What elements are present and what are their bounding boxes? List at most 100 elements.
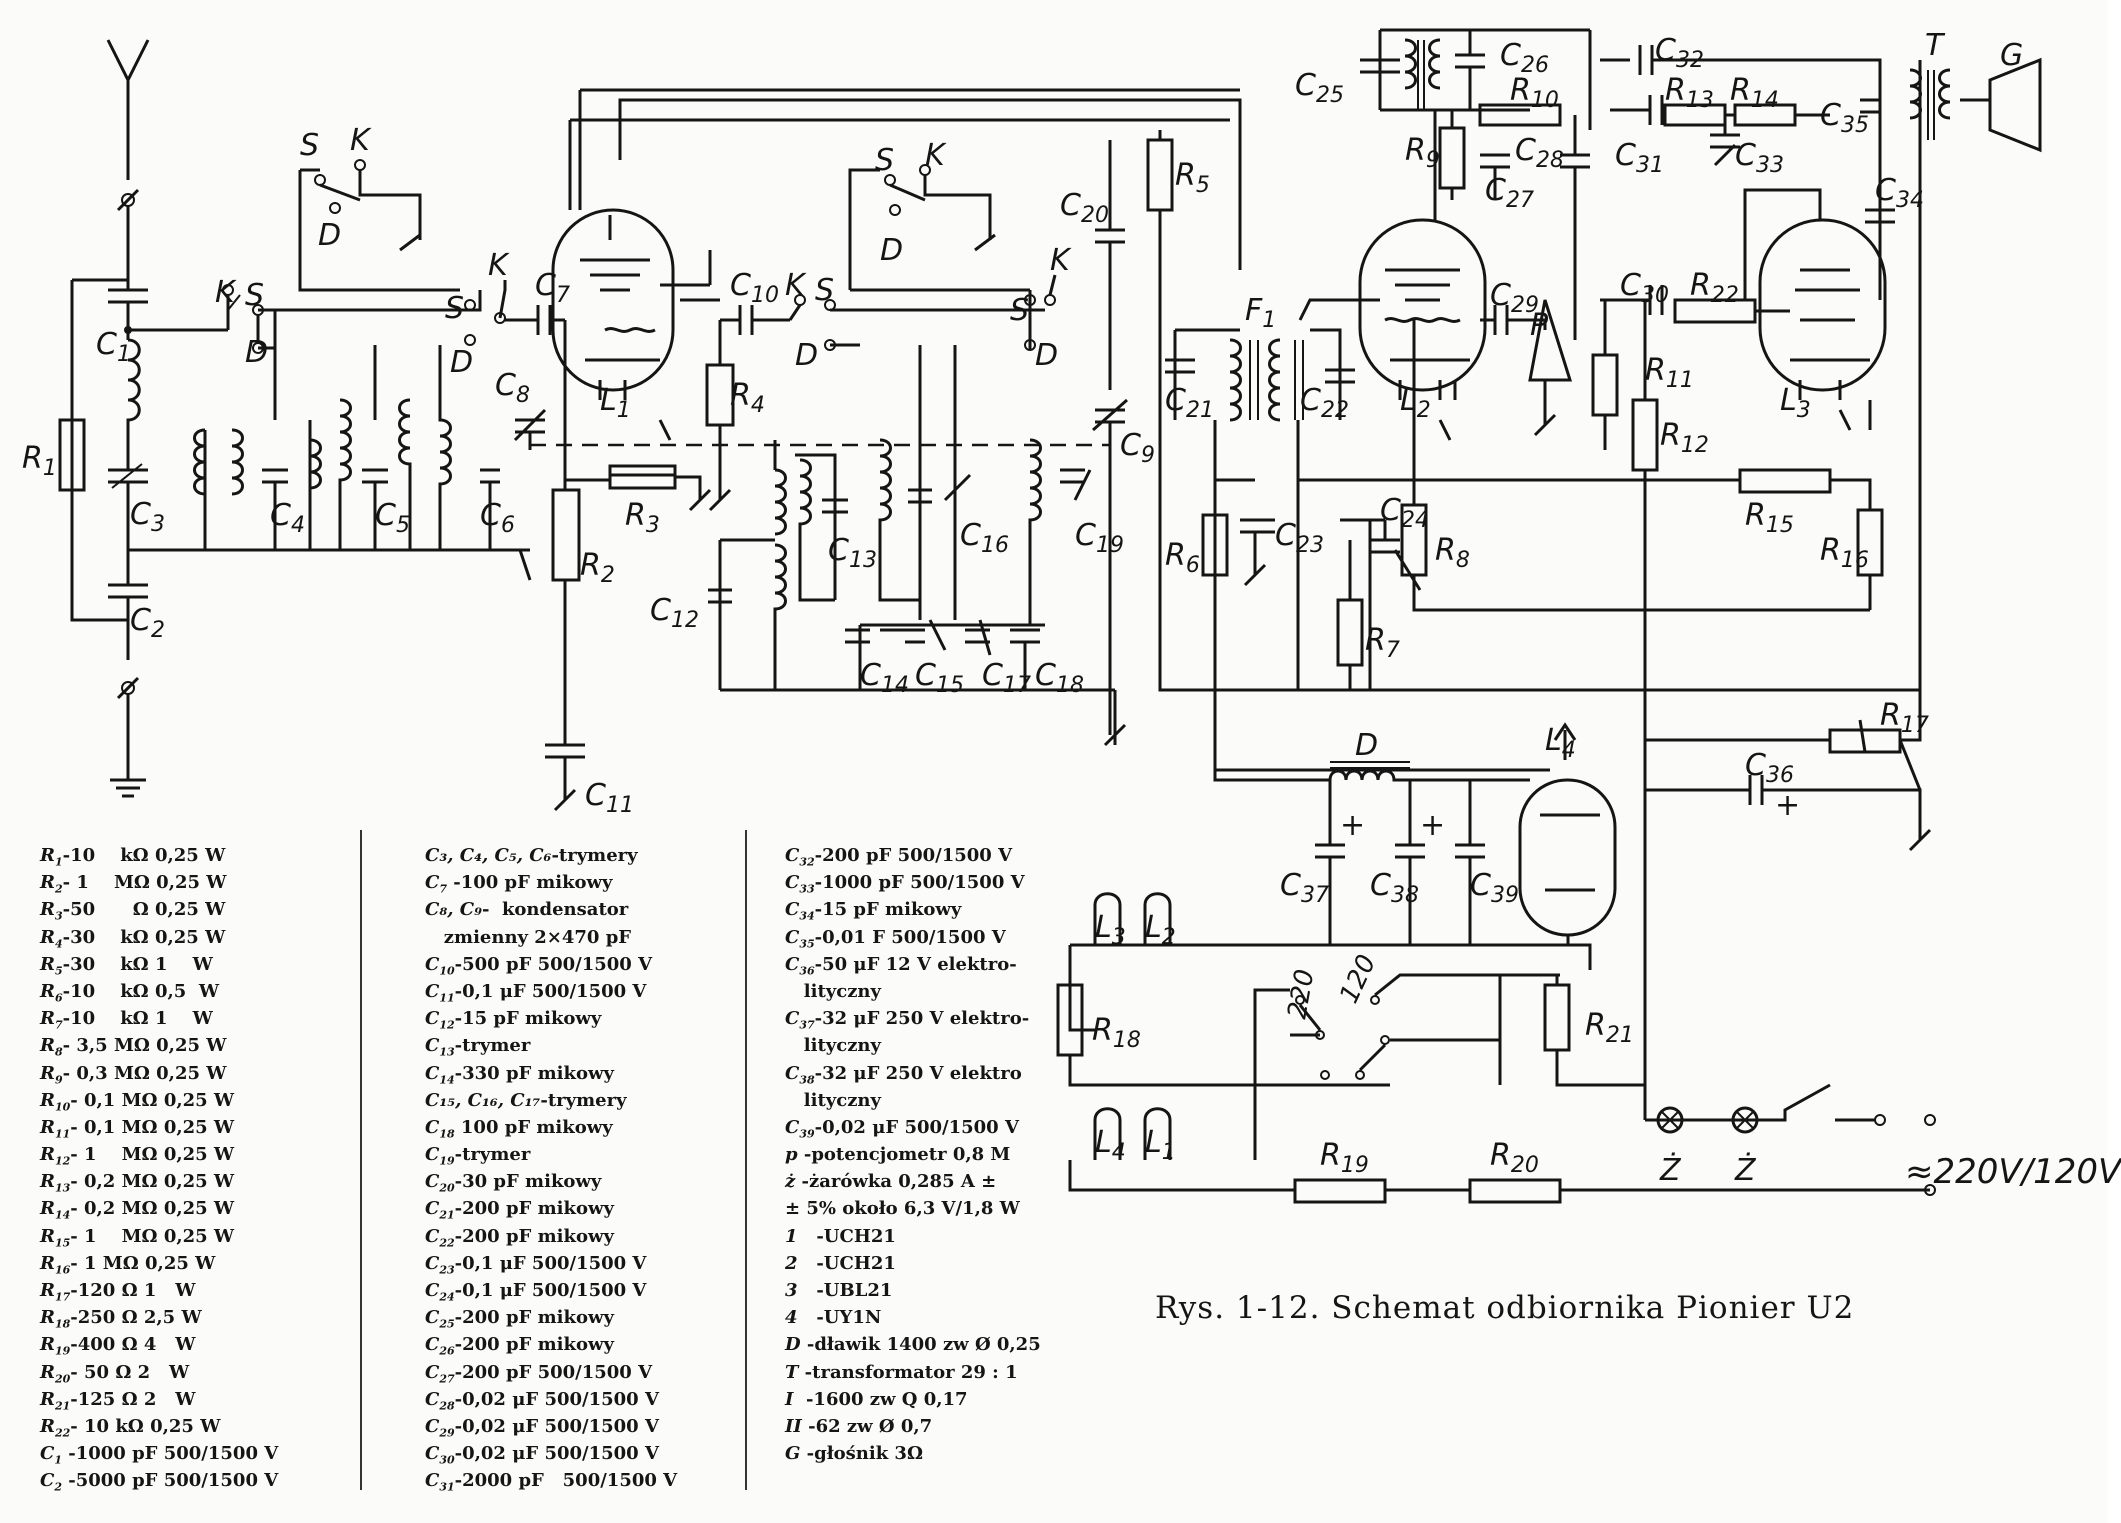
label-c16: C16: [960, 518, 1009, 558]
label-switch-d2: D: [245, 335, 268, 370]
legend-value: -400 Ω 4 W: [70, 1334, 196, 1356]
legend-subscript: 4: [54, 937, 63, 951]
legend-value: -500 pF 500/1500 V: [454, 953, 653, 975]
legend-subscript: 36: [799, 964, 815, 978]
legend-value: -10 kΩ 1 W: [62, 1008, 213, 1030]
label-r11: R11: [1645, 353, 1694, 393]
legend-subscript: 10: [54, 1100, 71, 1114]
legend-symbol: C₃, C₄, C₅, C₆: [425, 845, 552, 866]
legend-row: C38-32 μF 250 V elektro: [785, 1060, 1115, 1087]
legend-row: R21-125 Ω 2 W: [40, 1386, 330, 1413]
legend-symbol: R5: [40, 953, 63, 978]
legend-subscript: 27: [439, 1372, 455, 1386]
legend-row: C1 -1000 pF 500/1500 V: [40, 1440, 330, 1467]
legend-row: ż -żarówka 0,285 A ±: [785, 1168, 1115, 1195]
label-c22: C22: [1300, 383, 1349, 423]
label-c11: C11: [585, 778, 634, 818]
legend-symbol: p: [785, 1144, 798, 1166]
legend-value: -1000 pF 500/1500 V: [814, 872, 1025, 894]
legend-symbol: 3: [785, 1280, 798, 1301]
tube-l2: [1358, 218, 1487, 392]
label-c25: C25: [1295, 68, 1344, 108]
legend-row: C20-30 pF mikowy: [425, 1168, 725, 1195]
legend-symbol: R17: [40, 1280, 71, 1304]
legend-row: R2- 1 MΩ 0,25 W: [40, 869, 330, 896]
legend-value: -0,1 μF 500/1500 V: [454, 980, 647, 1002]
label-r6: R6: [1165, 538, 1200, 578]
legend-symbol: C₁₅, C₁₆, C₁₇: [425, 1089, 541, 1111]
legend-value: -UCH21: [797, 1225, 896, 1247]
legend-symbol: C2: [40, 1470, 62, 1494]
legend-value: - 50 Ω 2 W: [70, 1361, 190, 1383]
legend-symbol: C13: [425, 1035, 455, 1059]
legend-value: - 0,3 MΩ 0,25 W: [62, 1062, 227, 1084]
legend-row: R1-10 kΩ 0,25 W: [40, 842, 330, 869]
legend-subscript: 9: [54, 1073, 63, 1087]
legend-value: - 1 MΩ 0,25 W: [70, 1252, 216, 1274]
legend-symbol: C12: [425, 1008, 455, 1032]
input-network: [58, 278, 530, 798]
legend-row: 2 -UCH21: [785, 1250, 1115, 1277]
label-heater-l4: L4: [1095, 1125, 1126, 1165]
legend-value: -15 pF mikowy: [814, 899, 962, 921]
legend-symbol: C₈, C₉: [425, 899, 482, 921]
lamp-1: [1656, 1106, 1684, 1134]
capacitor-c2: [108, 583, 148, 660]
label-switch-s6: S: [1010, 293, 1029, 328]
legend-symbol: R8: [40, 1035, 63, 1059]
resistor-r5: [1146, 138, 1174, 212]
legend-row: lityczny: [785, 978, 1115, 1005]
legend-subscript: 18: [54, 1317, 71, 1331]
resistor-r21: [1543, 983, 1571, 1052]
legend-symbol: C11: [425, 980, 455, 1005]
legend-row: R7-10 kΩ 1 W: [40, 1005, 330, 1032]
resistor-r11: [1591, 353, 1619, 417]
legend-value: -125 Ω 2 W: [70, 1388, 196, 1410]
label-c6: C6: [480, 498, 515, 538]
legend-value: -żarówka 0,285 A ±: [795, 1171, 997, 1193]
legend-symbol: R16: [40, 1252, 71, 1277]
legend-subscript: 19: [439, 1154, 455, 1168]
legend-subscript: 31: [439, 1480, 455, 1494]
label-switch-s4: S: [815, 273, 834, 308]
legend-value: -100 pF mikowy: [446, 872, 613, 894]
legend-symbol: R20: [40, 1361, 71, 1386]
label-c2: C2: [130, 603, 165, 643]
legend-row: R9- 0,3 MΩ 0,25 W: [40, 1060, 330, 1087]
label-c20: C20: [1060, 188, 1109, 228]
heater-chain: [1056, 892, 1936, 1204]
label-c7: C7: [535, 268, 570, 308]
legend-subscript: 12: [439, 1018, 455, 1032]
legend-symbol: T: [785, 1361, 799, 1383]
legend-value: -głośnik 3Ω: [800, 1443, 923, 1465]
label-c24: C24: [1380, 493, 1429, 533]
legend-value: -30 pF mikowy: [454, 1171, 602, 1193]
legend-symbol: C14: [425, 1062, 455, 1087]
legend-value: - 0,2 MΩ 0,25 W: [70, 1171, 235, 1193]
legend-row: 4 -UY1N: [785, 1304, 1115, 1331]
label-lamp-1: Ż: [1659, 1152, 1682, 1188]
label-c26: C26: [1500, 38, 1549, 78]
legend-value: -200 pF mikowy: [454, 1198, 614, 1220]
label-c8: C8: [495, 368, 530, 408]
legend-value: -potencjometr 0,8 M: [797, 1144, 1011, 1166]
legend-value: -UCH21: [797, 1252, 896, 1274]
legend-subscript: 3: [54, 909, 63, 923]
label-c35: C35: [1820, 98, 1869, 138]
resistor-r20: [1468, 1178, 1562, 1204]
legend-subscript: 34: [799, 909, 815, 923]
label-r13: R13: [1665, 73, 1714, 113]
legend-value: -trymer: [454, 1144, 531, 1166]
label-c30: C30: [1620, 268, 1669, 308]
legend-symbol: C24: [425, 1280, 455, 1304]
legend-row: R4-30 kΩ 0,25 W: [40, 924, 330, 951]
lamp-2: [1731, 1106, 1759, 1134]
label-c3: C3: [130, 497, 165, 537]
legend-subscript: 7: [439, 882, 447, 896]
legend-row: C2 -5000 pF 500/1500 V: [40, 1467, 330, 1494]
label-c18: C18: [1035, 658, 1084, 698]
label-switch-k3: K: [488, 248, 510, 283]
